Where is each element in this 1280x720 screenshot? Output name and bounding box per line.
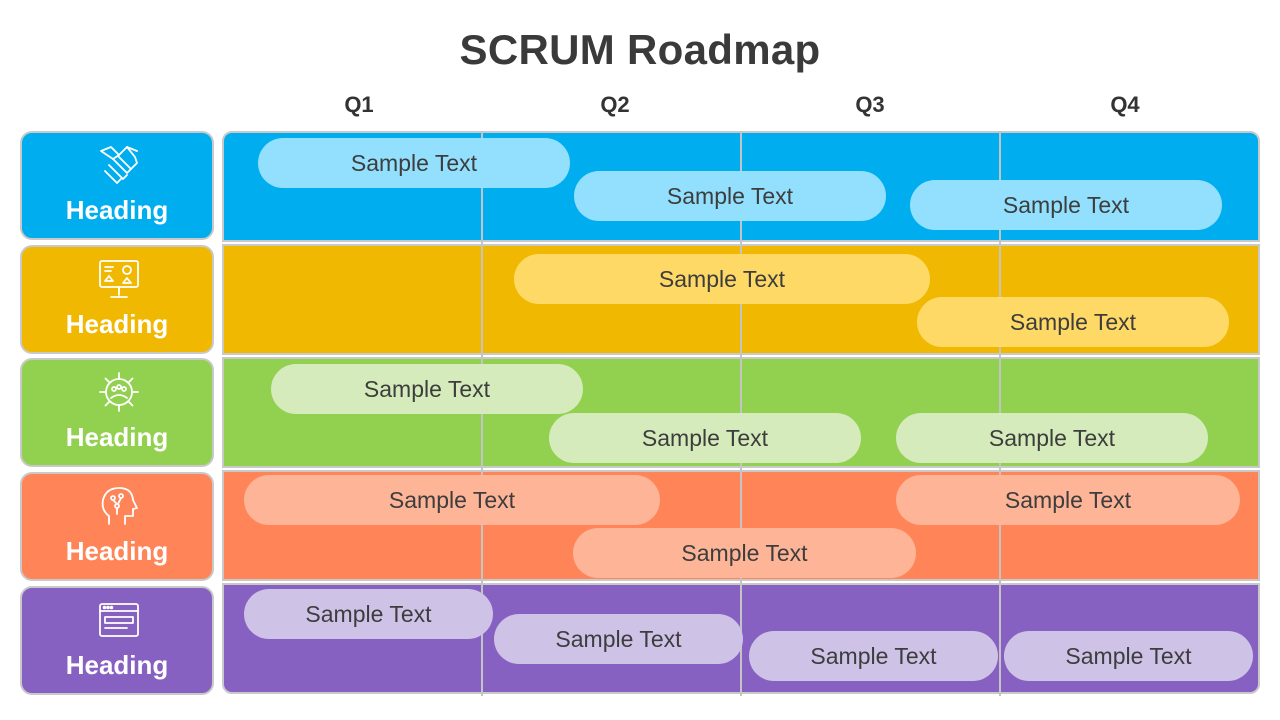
quarter-label-q1: Q1 (344, 92, 374, 117)
row-2-task-pill: Sample Text (514, 254, 930, 304)
row-5-task-pill: Sample Text (749, 631, 998, 681)
row-3-task-pill: Sample Text (549, 413, 861, 463)
row-5-heading-card: Heading (20, 586, 214, 695)
row-2-task-pill: Sample Text (917, 297, 1229, 347)
row-1-task-pill: Sample Text (574, 171, 886, 221)
row-3-heading-card: Heading (20, 358, 214, 467)
gear-team-icon (99, 372, 139, 412)
row-4-task-pill: Sample Text (573, 528, 916, 578)
row-4-task-pill: Sample Text (896, 475, 1240, 525)
quarter-label-q2: Q2 (600, 92, 630, 117)
row-1-task-pill: Sample Text (910, 180, 1222, 230)
quarter-label-q4: Q4 (1110, 92, 1140, 117)
row-3-task-pill: Sample Text (896, 413, 1208, 463)
row-5-task-pill: Sample Text (244, 589, 493, 639)
row-1-heading: Heading (65, 195, 169, 225)
row-1-heading-card: Heading (20, 131, 214, 240)
presentation-board-icon (99, 260, 139, 298)
row-5-task-pill: Sample Text (494, 614, 743, 664)
page-title: SCRUM Roadmap (459, 26, 821, 73)
row-2-heading: Heading (65, 309, 169, 339)
ai-head-icon (101, 487, 138, 525)
row-5-task-pill: Sample Text (1004, 631, 1253, 681)
row-5-heading: Heading (65, 650, 169, 680)
handshake-icon (100, 146, 138, 184)
row-1-task-pill: Sample Text (258, 138, 570, 188)
browser-window-icon (99, 603, 139, 637)
row-4-heading: Heading (65, 536, 169, 566)
row-3-task-pill: Sample Text (271, 364, 583, 414)
quarter-label-q3: Q3 (855, 92, 885, 117)
row-4-task-pill: Sample Text (244, 475, 660, 525)
row-4-heading-card: Heading (20, 472, 214, 581)
row-2-heading-card: Heading (20, 245, 214, 354)
row-3-heading: Heading (65, 422, 169, 452)
